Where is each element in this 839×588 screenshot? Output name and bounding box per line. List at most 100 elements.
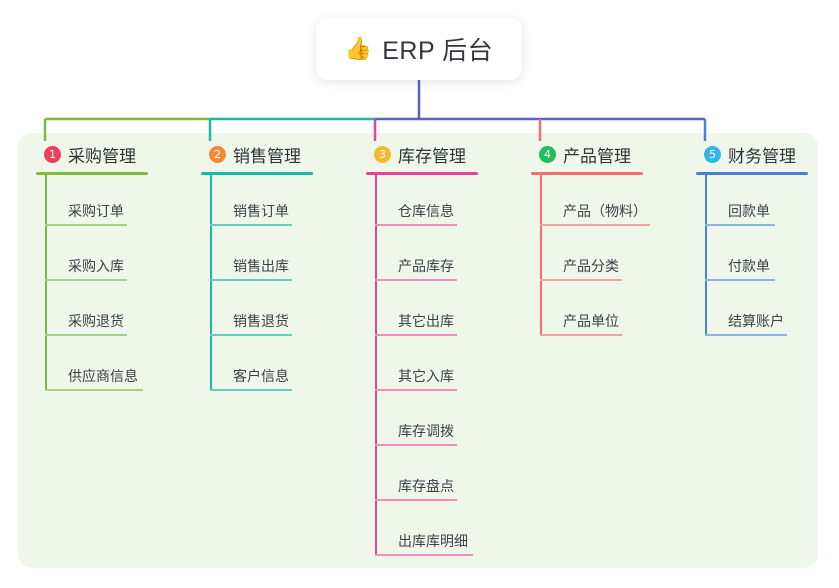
branch-number-badge: 1 bbox=[44, 145, 61, 163]
leaf-item[interactable]: 采购退货 bbox=[36, 285, 186, 340]
leaf-underline bbox=[210, 279, 292, 281]
branch-number-badge: 3 bbox=[374, 145, 391, 163]
branch-underline bbox=[201, 172, 313, 175]
branch-header-1[interactable]: 1 采购管理 bbox=[36, 141, 186, 167]
branch-underline bbox=[36, 172, 148, 175]
leaf-underline bbox=[375, 279, 457, 281]
leaf-list: 回款单付款单结算账户 bbox=[696, 175, 839, 340]
leaf-item[interactable]: 采购订单 bbox=[36, 175, 186, 230]
branch-header-2[interactable]: 2 销售管理 bbox=[201, 141, 351, 167]
leaf-label: 出库库明细 bbox=[398, 533, 468, 549]
branch-number-badge: 4 bbox=[539, 145, 556, 163]
leaf-label: 产品（物料） bbox=[563, 203, 647, 219]
leaf-underline bbox=[705, 279, 775, 281]
leaf-underline bbox=[375, 499, 457, 501]
branch-title: 库存管理 bbox=[398, 146, 466, 166]
root-title: ERP 后台 bbox=[382, 37, 494, 65]
leaf-list: 销售订单销售出库销售退货客户信息 bbox=[201, 175, 351, 395]
leaf-underline bbox=[375, 554, 473, 556]
branch-5: 5 财务管理回款单付款单结算账户 bbox=[696, 141, 839, 340]
branch-title: 财务管理 bbox=[728, 146, 796, 166]
leaf-label: 其它入库 bbox=[398, 368, 454, 384]
leaf-item[interactable]: 产品库存 bbox=[366, 230, 516, 285]
leaf-label: 库存盘点 bbox=[398, 478, 454, 494]
leaf-list: 产品（物料） 产品分类产品单位 bbox=[531, 175, 681, 340]
branch-spine bbox=[375, 175, 377, 556]
leaf-list: 仓库信息产品库存其它出库其它入库库存调拨库存盘点出库库明细 bbox=[366, 175, 516, 560]
leaf-label: 销售退货 bbox=[233, 313, 289, 329]
leaf-underline bbox=[45, 279, 127, 281]
leaf-underline bbox=[210, 389, 292, 391]
leaf-label: 产品库存 bbox=[398, 258, 454, 274]
leaf-underline bbox=[45, 224, 127, 226]
leaf-label: 采购入库 bbox=[68, 258, 124, 274]
leaf-item[interactable]: 库存调拨 bbox=[366, 395, 516, 450]
branch-spine bbox=[705, 175, 707, 336]
leaf-item[interactable]: 其它出库 bbox=[366, 285, 516, 340]
leaf-item[interactable]: 销售出库 bbox=[201, 230, 351, 285]
leaf-label: 回款单 bbox=[728, 203, 770, 219]
leaf-underline bbox=[540, 279, 622, 281]
leaf-item[interactable]: 产品（物料） bbox=[531, 175, 681, 230]
leaf-item[interactable]: 销售退货 bbox=[201, 285, 351, 340]
leaf-label: 产品分类 bbox=[563, 258, 619, 274]
branch-spine bbox=[210, 175, 212, 391]
branch-3: 3 库存管理仓库信息产品库存其它出库其它入库库存调拨库存盘点出库库明细 bbox=[366, 141, 516, 560]
leaf-item[interactable]: 结算账户 bbox=[696, 285, 839, 340]
leaf-item[interactable]: 回款单 bbox=[696, 175, 839, 230]
leaf-label: 供应商信息 bbox=[68, 368, 138, 384]
branch-1: 1 采购管理采购订单采购入库采购退货供应商信息 bbox=[36, 141, 186, 395]
leaf-underline bbox=[375, 334, 457, 336]
leaf-label: 仓库信息 bbox=[398, 203, 454, 219]
branch-number-badge: 5 bbox=[704, 145, 721, 163]
leaf-item[interactable]: 出库库明细 bbox=[366, 505, 516, 560]
branch-title: 采购管理 bbox=[68, 146, 136, 166]
branches-panel bbox=[18, 133, 818, 568]
leaf-item[interactable]: 仓库信息 bbox=[366, 175, 516, 230]
leaf-underline bbox=[375, 389, 457, 391]
branch-underline bbox=[696, 172, 808, 175]
leaf-underline bbox=[210, 334, 292, 336]
leaf-item[interactable]: 供应商信息 bbox=[36, 340, 186, 395]
branch-4: 4 产品管理产品（物料） 产品分类产品单位 bbox=[531, 141, 681, 340]
leaf-item[interactable]: 其它入库 bbox=[366, 340, 516, 395]
leaf-underline bbox=[45, 334, 127, 336]
leaf-label: 客户信息 bbox=[233, 368, 289, 384]
leaf-underline bbox=[705, 334, 787, 336]
branch-number-badge: 2 bbox=[209, 145, 226, 163]
leaf-label: 库存调拨 bbox=[398, 423, 454, 439]
leaf-underline bbox=[540, 224, 650, 226]
branch-underline bbox=[531, 172, 643, 175]
branch-title: 产品管理 bbox=[563, 146, 631, 166]
leaf-label: 销售出库 bbox=[233, 258, 289, 274]
branch-header-3[interactable]: 3 库存管理 bbox=[366, 141, 516, 167]
leaf-item[interactable]: 付款单 bbox=[696, 230, 839, 285]
leaf-item[interactable]: 产品分类 bbox=[531, 230, 681, 285]
leaf-item[interactable]: 采购入库 bbox=[36, 230, 186, 285]
branch-2: 2 销售管理销售订单销售出库销售退货客户信息 bbox=[201, 141, 351, 395]
leaf-label: 其它出库 bbox=[398, 313, 454, 329]
leaf-label: 产品单位 bbox=[563, 313, 619, 329]
leaf-item[interactable]: 库存盘点 bbox=[366, 450, 516, 505]
branch-header-4[interactable]: 4 产品管理 bbox=[531, 141, 681, 167]
leaf-underline bbox=[210, 224, 292, 226]
leaf-underline bbox=[540, 334, 622, 336]
branch-header-5[interactable]: 5 财务管理 bbox=[696, 141, 839, 167]
leaf-item[interactable]: 客户信息 bbox=[201, 340, 351, 395]
leaf-label: 采购订单 bbox=[68, 203, 124, 219]
thumbs-up-icon: 👍 bbox=[344, 36, 373, 61]
leaf-underline bbox=[45, 389, 143, 391]
leaf-underline bbox=[705, 224, 775, 226]
branch-title: 销售管理 bbox=[233, 146, 301, 166]
branch-underline bbox=[366, 172, 478, 175]
leaf-item[interactable]: 产品单位 bbox=[531, 285, 681, 340]
leaf-item[interactable]: 销售订单 bbox=[201, 175, 351, 230]
leaf-label: 付款单 bbox=[728, 258, 770, 274]
leaf-list: 采购订单采购入库采购退货供应商信息 bbox=[36, 175, 186, 395]
leaf-underline bbox=[375, 224, 457, 226]
root-node[interactable]: 👍 ERP 后台 bbox=[316, 18, 522, 80]
leaf-label: 结算账户 bbox=[728, 313, 784, 329]
branch-spine bbox=[540, 175, 542, 336]
